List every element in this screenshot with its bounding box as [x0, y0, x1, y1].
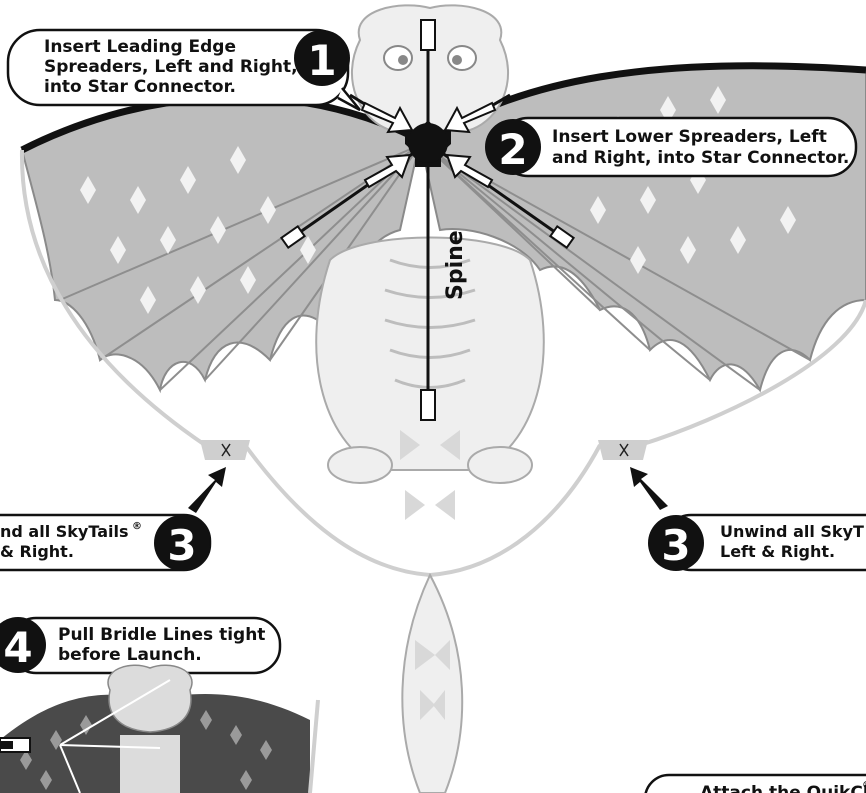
step-3-left-callout: nd all SkyTails ® & Right. 3	[0, 515, 210, 571]
step-5-registered: ®	[862, 780, 866, 791]
spine-label: Spine	[443, 230, 468, 300]
step-1-line-3: into Star Connector.	[44, 77, 236, 97]
left-tail-attachment	[200, 440, 250, 460]
bridle-kite-illustration	[0, 665, 318, 793]
step-1-line-2: Spreaders, Left and Right,	[44, 57, 298, 77]
step-3-right-callout: 3 Unwind all SkyT Left & Right.	[648, 515, 866, 571]
step-3-left-registered: ®	[132, 521, 142, 532]
step-3-left-line-2: & Right.	[0, 542, 74, 561]
step-3-left-line-1: nd all SkyTails	[0, 522, 128, 541]
step-2-number: 2	[498, 125, 527, 174]
step-1-number: 1	[307, 36, 336, 85]
arrow-left-tail	[188, 467, 226, 513]
step-3-left-number: 3	[167, 521, 196, 570]
right-tail-attachment	[598, 440, 648, 460]
spine-top-cap	[421, 20, 435, 50]
step-2-line-1: Insert Lower Spreaders, Left	[552, 127, 827, 147]
spine-bottom-cap	[421, 390, 435, 420]
step-3-right-line-1: Unwind all SkyT	[720, 522, 864, 541]
step-5-callout-partial: Attach the QuikClip ®	[645, 775, 866, 793]
step-5-line-1: Attach the QuikClip	[700, 783, 866, 793]
step-1-callout: Insert Leading Edge Spreaders, Left and …	[8, 30, 360, 110]
step-2-callout: 2 Insert Lower Spreaders, Left and Right…	[485, 118, 856, 176]
step-2-line-2: and Right, into Star Connector.	[552, 148, 849, 168]
step-1-line-1: Insert Leading Edge	[44, 37, 236, 57]
step-4-number: 4	[3, 623, 32, 672]
arrow-right-tail	[630, 467, 668, 510]
step-3-right-number: 3	[661, 521, 690, 570]
step-4-line-2: before Launch.	[58, 645, 202, 665]
step-4-line-1: Pull Bridle Lines tight	[58, 625, 265, 645]
step-3-right-line-2: Left & Right.	[720, 542, 835, 561]
step-4-callout: 4 Pull Bridle Lines tight before Launch.	[0, 617, 280, 673]
